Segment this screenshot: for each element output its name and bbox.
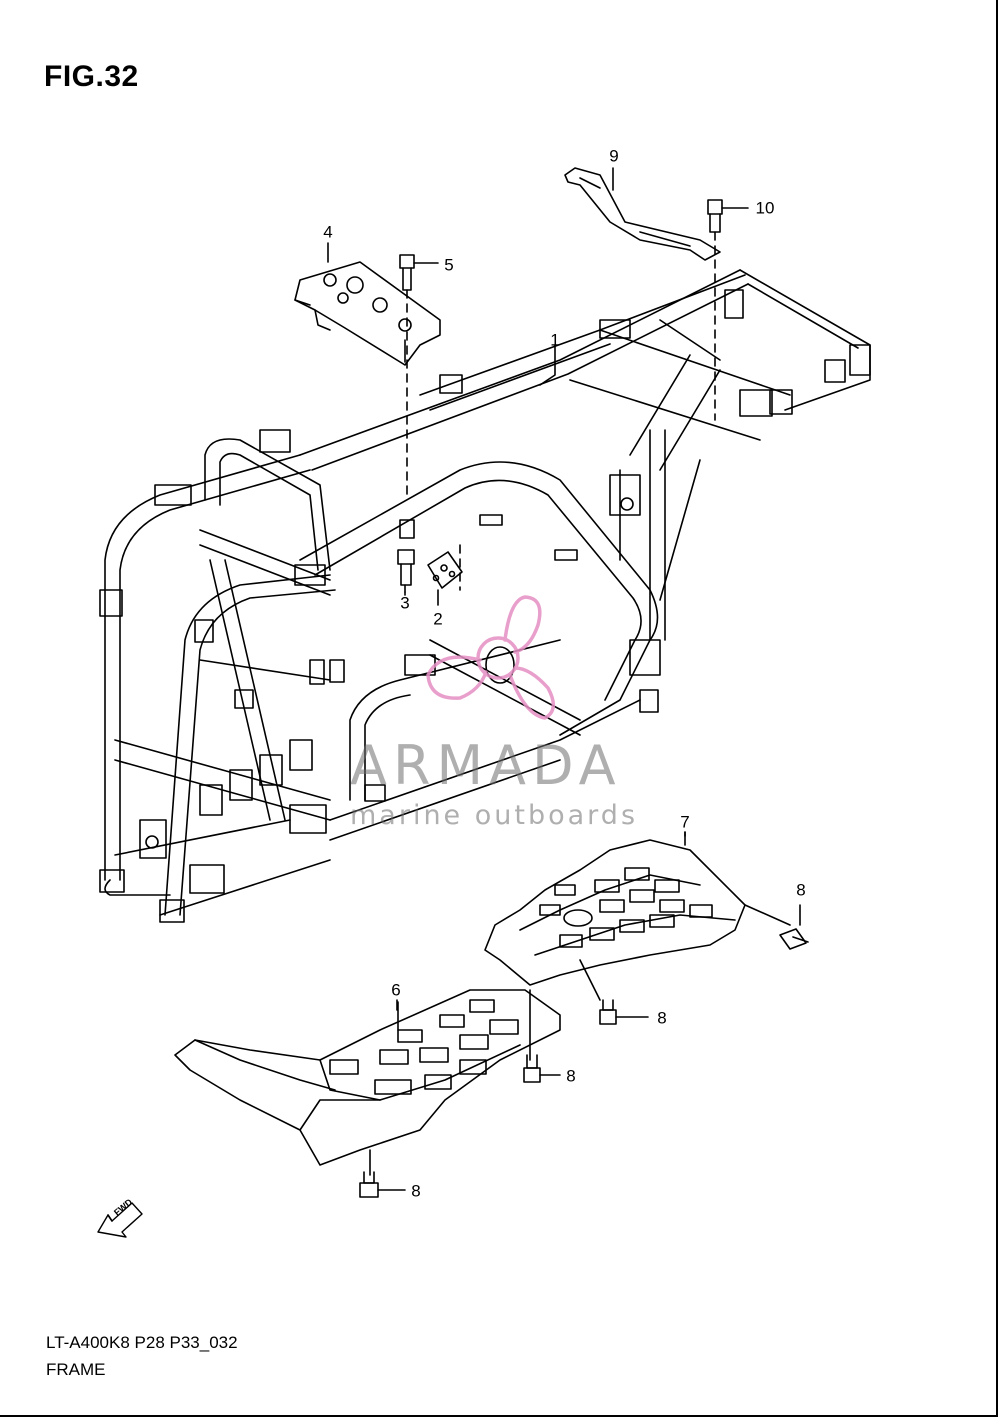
part-6-skid-plate <box>174 989 561 1176</box>
callout-7: 7 <box>680 812 690 832</box>
callout-8-front-bottom: 8 <box>411 1181 421 1201</box>
callout-5: 5 <box>444 255 454 275</box>
callout-10: 10 <box>755 198 775 218</box>
part-7-skid-plate <box>484 831 791 1001</box>
part-8-bolt-d <box>359 1171 406 1198</box>
part-2-plate <box>427 551 463 606</box>
leader-line-1 <box>539 344 556 386</box>
part-4-bracket-plate <box>294 261 441 366</box>
callout-9: 9 <box>609 146 619 166</box>
callout-8-rear-side: 8 <box>796 880 806 900</box>
callout-6: 6 <box>391 980 401 1000</box>
callout-8-front-side: 8 <box>566 1066 576 1086</box>
part-8-bolt-c <box>523 1054 561 1083</box>
fwd-arrow-icon <box>97 1202 143 1238</box>
part-3-bolt <box>397 549 415 593</box>
part-9-bracket-strip <box>564 167 721 261</box>
part-8-bolt-b <box>599 999 649 1025</box>
callout-2: 2 <box>433 609 443 629</box>
watermark-tagline: marine outboards <box>350 800 639 831</box>
section-name: FRAME <box>46 1360 106 1379</box>
model-code: LT-A400K8 P28 P33_032 <box>46 1333 238 1352</box>
part-10-bolt <box>707 199 749 233</box>
main-frame-part <box>99 269 871 923</box>
callout-3: 3 <box>400 593 410 613</box>
callout-8-rear-bottom: 8 <box>657 1008 667 1028</box>
watermark-brand: ARMADA <box>350 734 622 797</box>
part-8-bolt-a <box>779 904 809 950</box>
part-5-bolt <box>399 254 439 291</box>
propeller-logo-icon <box>426 595 555 720</box>
figure-title: FIG.32 <box>44 60 139 93</box>
callout-1: 1 <box>550 330 560 350</box>
callout-4: 4 <box>323 222 333 242</box>
